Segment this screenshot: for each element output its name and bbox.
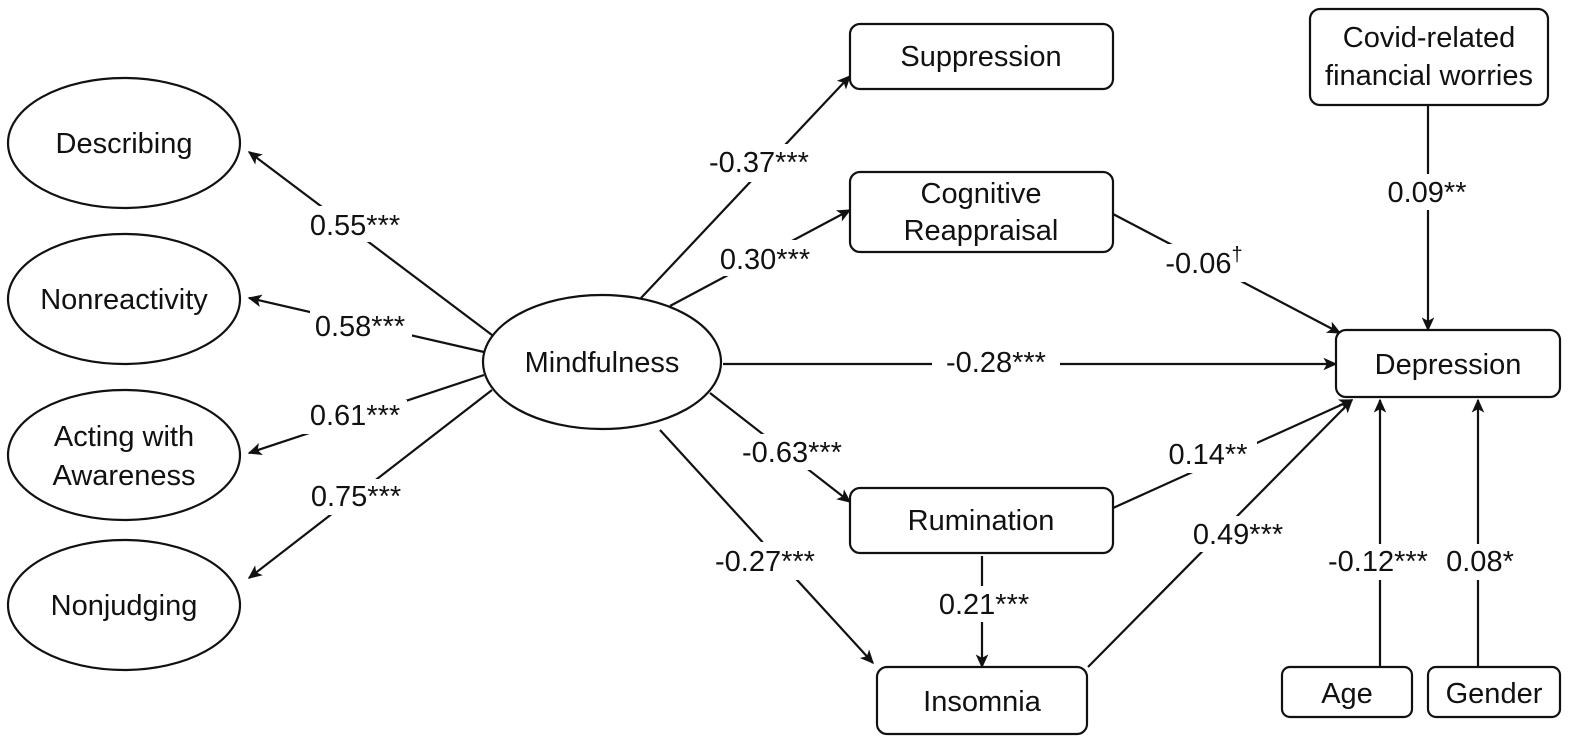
nodes: Mindfulness Describing Nonreactivity Act… [6, 7, 1562, 736]
node-describing: Describing [6, 76, 242, 210]
node-covid-label-line1: Covid-related [1343, 22, 1515, 54]
node-nonreactivity-label: Nonreactivity [40, 284, 208, 316]
coef-gender-depression: 0.08* [1446, 546, 1514, 578]
coef-reappraisal: 0.30*** [720, 244, 810, 276]
node-mindfulness-label: Mindfulness [525, 347, 680, 379]
coef-rumination-insomnia: 0.21*** [939, 589, 1029, 621]
node-acting-with-awareness: Acting with Awareness [6, 388, 242, 522]
node-rumination-label: Rumination [908, 505, 1055, 537]
node-gender: Gender [1426, 665, 1562, 719]
coef-reappraisal-depression: -0.06† [1165, 244, 1242, 280]
coef-acting: 0.61*** [310, 400, 400, 432]
node-cognitive-reappraisal: Cognitive Reappraisal [848, 170, 1115, 254]
node-suppression: Suppression [848, 22, 1115, 91]
node-rumination: Rumination [848, 486, 1115, 555]
node-age-label: Age [1321, 678, 1373, 710]
coef-insomnia: -0.27*** [715, 546, 815, 578]
node-acting-label-line2: Awareness [53, 460, 196, 492]
node-reappraisal-label-line1: Cognitive [921, 178, 1042, 210]
node-reappraisal-label-line2: Reappraisal [904, 215, 1059, 247]
node-insomnia-label: Insomnia [923, 686, 1042, 718]
coefficient-labels: 0.55*** 0.58*** 0.61*** 0.75*** -0.37***… [302, 144, 1518, 622]
node-gender-label: Gender [1446, 678, 1543, 710]
node-age: Age [1280, 665, 1414, 719]
node-describing-label: Describing [56, 128, 193, 160]
node-covid-label-line2: financial worries [1325, 60, 1533, 92]
coef-age-depression: -0.12*** [1328, 546, 1428, 578]
coef-insomnia-depression: 0.49*** [1193, 519, 1283, 551]
edge-mindfulness-describing [247, 151, 493, 336]
node-depression-label: Depression [1375, 349, 1522, 381]
node-suppression-label: Suppression [900, 41, 1061, 73]
coef-suppression: -0.37*** [709, 147, 809, 179]
edges [247, 74, 1485, 669]
coef-direct: -0.28*** [946, 347, 1046, 379]
node-nonreactivity: Nonreactivity [6, 232, 242, 366]
node-mindfulness: Mindfulness [481, 293, 723, 431]
node-insomnia: Insomnia [875, 665, 1089, 736]
coef-rumination: -0.63*** [742, 437, 842, 469]
coef-describing: 0.55*** [310, 210, 400, 242]
node-nonjudging: Nonjudging [6, 538, 242, 672]
node-depression: Depression [1334, 328, 1562, 399]
coef-nonjudging: 0.75*** [311, 481, 401, 513]
node-nonjudging-label: Nonjudging [51, 590, 198, 622]
coef-reappraisal-depression-value: -0.06 [1165, 248, 1231, 280]
coef-covid-depression: 0.09** [1387, 177, 1466, 209]
coef-reappraisal-depression-mark: † [1231, 244, 1242, 266]
node-covid-financial-worries: Covid-related financial worries [1308, 7, 1550, 107]
coef-rumination-depression: 0.14** [1168, 439, 1247, 471]
node-acting-label-line1: Acting with [54, 421, 194, 453]
coef-nonreactivity: 0.58*** [315, 311, 405, 343]
edge-mindfulness-suppression [640, 74, 851, 299]
